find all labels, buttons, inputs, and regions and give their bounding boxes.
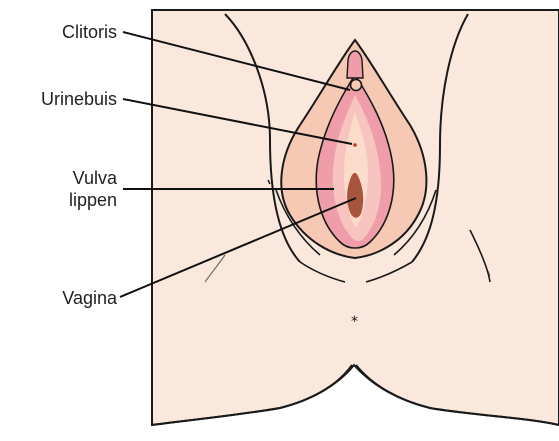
clitoris-dot: [351, 80, 362, 91]
anus-mark: *: [351, 314, 358, 330]
label-vagina: Vagina: [62, 287, 117, 309]
label-clitoris: Clitoris: [62, 21, 117, 43]
label-vulva-line1: Vulva: [69, 167, 117, 189]
label-vulva-line2: lippen: [69, 189, 117, 211]
urethra-dot: [353, 143, 357, 147]
clitoral-hood: [347, 51, 363, 78]
label-vulva-lippen: Vulva lippen: [69, 167, 117, 211]
label-urinebuis: Urinebuis: [41, 88, 117, 110]
